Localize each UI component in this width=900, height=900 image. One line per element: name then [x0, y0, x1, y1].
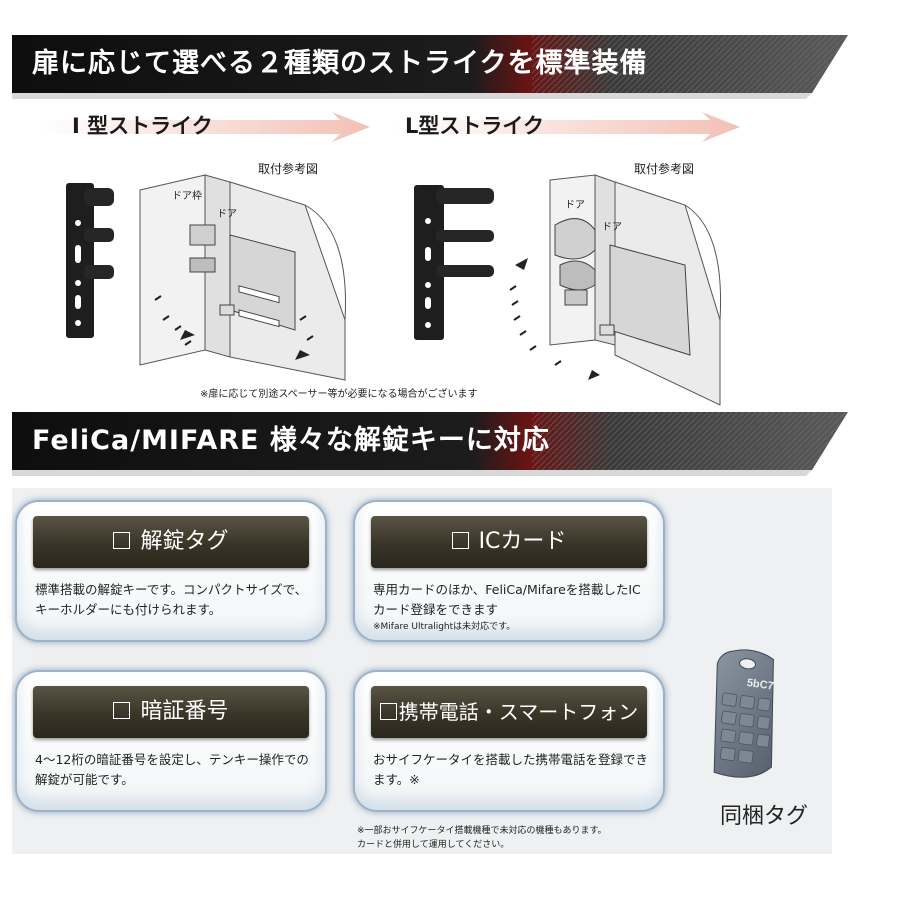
checkbox-icon — [113, 702, 131, 719]
arrow-band-right — [395, 112, 740, 142]
banner-background — [12, 35, 848, 99]
tag-logo: 5bC7 — [746, 677, 774, 693]
card-title: 暗証番号 — [140, 699, 229, 724]
i-strike-install-diagram — [139, 174, 346, 381]
i-door-label: ドア — [217, 209, 237, 220]
card-body: 専用カードのほか、FeliCa/Mifareを搭載したICカード登録をできます … — [373, 580, 653, 634]
section2-banner: FeliCa/MIFARE 様々な解錠キーに対応 — [12, 412, 848, 476]
card-title: 携帯電話・スマートフォン — [398, 700, 639, 724]
section1-title: 扉に応じて選べる２種類のストライクを標準装備 — [32, 48, 648, 79]
card-body: 標準搭載の解錠キーです。コンパクトサイズで、キーホルダーにも付けられます。 — [35, 582, 308, 617]
l-door-label: ドア — [602, 222, 622, 233]
l-strike-title: L型ストライク — [405, 114, 544, 138]
card-body: 4～12桁の暗証番号を設定し、テンキー操作での解錠が可能です。 — [35, 752, 309, 787]
card-note: ※Mifare Ultralightは未対応です。 — [373, 622, 516, 632]
i-strike-ref-label: 取付参考図 — [258, 162, 319, 176]
card-body-text: 専用カードのほか、FeliCa/Mifareを搭載したICカード登録をできます — [373, 582, 641, 617]
section2-title: FeliCa/MIFARE 様々な解錠キーに対応 — [32, 425, 550, 456]
checkbox-icon — [379, 703, 397, 720]
checkbox-icon — [113, 532, 131, 549]
footnote: ※一部おサイフケータイ搭載機種で未対応の機種もあります。 カードと併用して運用し… — [357, 824, 607, 852]
card-header: ICカード — [371, 516, 647, 568]
card-title: 解錠タグ — [140, 529, 229, 554]
card-body: おサイフケータイを搭載した携帯電話を登録できます。※ — [373, 752, 649, 787]
l-strike-ref-label: 取付参考図 — [634, 162, 695, 176]
spacer-note: ※扉に応じて別途スペーサー等が必要になる場合がございます — [200, 389, 478, 400]
bundled-tag-image: 5bC7 — [713, 649, 774, 778]
l-strike-plate — [414, 185, 494, 340]
card-header: 暗証番号 — [33, 686, 309, 738]
card-unlock-tag: 解錠タグ 標準搭載の解錠キーです。コンパクトサイズで、キーホルダーにも付けられま… — [17, 502, 325, 640]
checkbox-icon — [451, 532, 469, 549]
card-header: 解錠タグ — [33, 516, 309, 568]
l-strike-install-diagram — [509, 174, 722, 406]
i-strike-plate — [66, 183, 114, 338]
banner-background — [12, 412, 848, 476]
footnote-line-2: カードと併用して運用してください。 — [357, 840, 510, 850]
i-frame-label: ドア枠 — [172, 191, 202, 202]
card-pin-code: 暗証番号 4～12桁の暗証番号を設定し、テンキー操作での解錠が可能です。 — [17, 672, 325, 810]
tag-caption: 同梱タグ — [720, 804, 809, 829]
card-ic-card: ICカード 専用カードのほか、FeliCa/Mifareを搭載したICカード登録… — [355, 502, 663, 640]
arrow-band-left — [40, 112, 370, 142]
card-mobile-phone: 携帯電話・スマートフォン おサイフケータイを搭載した携帯電話を登録できます。※ — [355, 672, 663, 810]
l-frame-label: ドア — [565, 200, 585, 211]
i-strike-title: I 型ストライク — [72, 114, 213, 138]
footnote-line-1: ※一部おサイフケータイ搭載機種で未対応の機種もあります。 — [357, 826, 607, 836]
section1-banner: 扉に応じて選べる２種類のストライクを標準装備 — [12, 35, 848, 99]
card-title: ICカード — [478, 529, 567, 554]
card-header: 携帯電話・スマートフォン — [371, 686, 647, 738]
